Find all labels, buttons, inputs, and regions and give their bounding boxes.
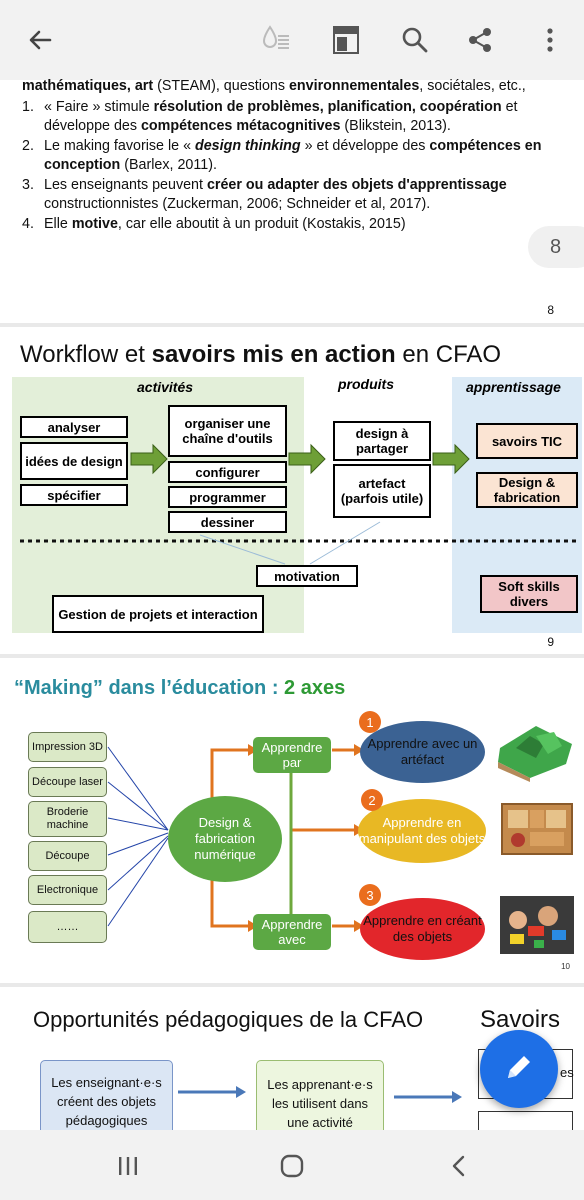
box-gestion: Gestion de projets et interaction (52, 595, 264, 633)
pdf-page-8: mathématiques, art (STEAM), questions en… (0, 78, 584, 323)
box-design-fabrication: Design & fabrication (476, 472, 578, 508)
box-apprendre-avec: Apprendre avec (253, 914, 331, 950)
tool-decoupe: Découpe (28, 841, 107, 871)
center-design-fabrication: Design & fabrication numérique (168, 796, 282, 882)
badge-2: 2 (361, 789, 383, 811)
box-dessiner: dessiner (168, 511, 287, 533)
image-3d-terrain (496, 718, 574, 782)
list-item: 4. Elle motive, car elle aboutit à un pr… (22, 216, 406, 232)
home-icon[interactable] (274, 1150, 310, 1182)
col-produits: produits (338, 376, 394, 392)
list-item: 2. Le making favorise le « design thinki… (22, 138, 542, 173)
image-wooden-box (500, 800, 574, 858)
search-icon[interactable] (395, 20, 435, 60)
reading-mode-icon[interactable] (256, 20, 296, 60)
col-apprentissage: apprentissage (466, 379, 561, 395)
edit-fab-button[interactable] (480, 1030, 558, 1108)
tool-electronique: Electronique (28, 875, 107, 905)
nav-back-icon[interactable] (440, 1152, 476, 1180)
box-idees: idées de design (20, 442, 128, 480)
list-item: 1. « Faire » stimule résolution de probl… (22, 99, 518, 134)
box-organiser: organiser une chaîne d'outils (168, 405, 287, 457)
box-apprenants: Les apprenant·e·s les utilisent dans une… (256, 1060, 384, 1137)
slide-title: Workflow et savoirs mis en action en CFA… (20, 341, 502, 368)
image-hands-objects (500, 896, 574, 954)
col-activites: activités (137, 379, 194, 395)
box-savoirs-tic: savoirs TIC (476, 423, 578, 459)
tool-decoupe-laser: Découpe laser (28, 767, 107, 797)
box-specifier: spécifier (20, 484, 128, 506)
pdf-page-9: Workflow et savoirs mis en action en CFA… (0, 327, 584, 654)
layout-icon[interactable] (326, 20, 366, 60)
savoirs-box-text: es (560, 1065, 574, 1080)
top-toolbar (0, 0, 584, 80)
system-nav-bar (0, 1130, 584, 1200)
box-artefact: artefact (parfois utile) (333, 464, 431, 518)
savoirs-heading: Savoirs (480, 1006, 561, 1033)
more-options-icon[interactable] (530, 20, 570, 60)
box-soft-skills: Soft skills divers (480, 575, 578, 613)
page-number: 8 (547, 303, 554, 317)
box-programmer: programmer (168, 486, 287, 508)
slide-title: Opportunités pédagogiques de la CFAO (33, 1007, 424, 1032)
ellipse-creant: Apprendre en créant des objets (360, 898, 485, 960)
box-design-partager: design à partager (333, 421, 431, 461)
list-item: 3. Les enseignants peuvent créer ou adap… (22, 177, 507, 212)
tool-broderie: Broderie machine (28, 801, 107, 837)
tool-more: …… (28, 911, 107, 943)
text-line: mathématiques, art (STEAM), questions en… (22, 78, 526, 94)
box-analyser: analyser (20, 416, 128, 438)
ellipse-manipulant: Apprendre en manipulant des objets (358, 799, 486, 863)
edit-pencil-icon (502, 1050, 536, 1089)
box-configurer: configurer (168, 461, 287, 483)
flow-arrows (20, 443, 580, 565)
box-motivation: motivation (256, 565, 358, 587)
page-number: 9 (547, 635, 554, 649)
back-arrow-icon[interactable] (20, 20, 60, 60)
badge-1: 1 (359, 711, 381, 733)
slide-title: “Making” dans l’éducation : 2 axes (14, 677, 346, 699)
recents-icon[interactable] (110, 1152, 146, 1180)
flow-arrows (178, 1086, 462, 1103)
box-apprendre-par: Apprendre par (253, 737, 331, 773)
box-enseignants: Les enseignant·e·s créent des objets péd… (40, 1060, 173, 1137)
page-number: 10 (561, 962, 570, 971)
ellipse-artefact: Apprendre avec un artéfact (360, 721, 485, 783)
page-indicator-badge: 8 (528, 226, 584, 268)
badge-3: 3 (359, 884, 381, 906)
share-icon[interactable] (460, 20, 500, 60)
pdf-page-10: “Making” dans l’éducation : 2 axes Impre (0, 658, 584, 983)
tool-impression-3d: Impression 3D (28, 732, 107, 762)
